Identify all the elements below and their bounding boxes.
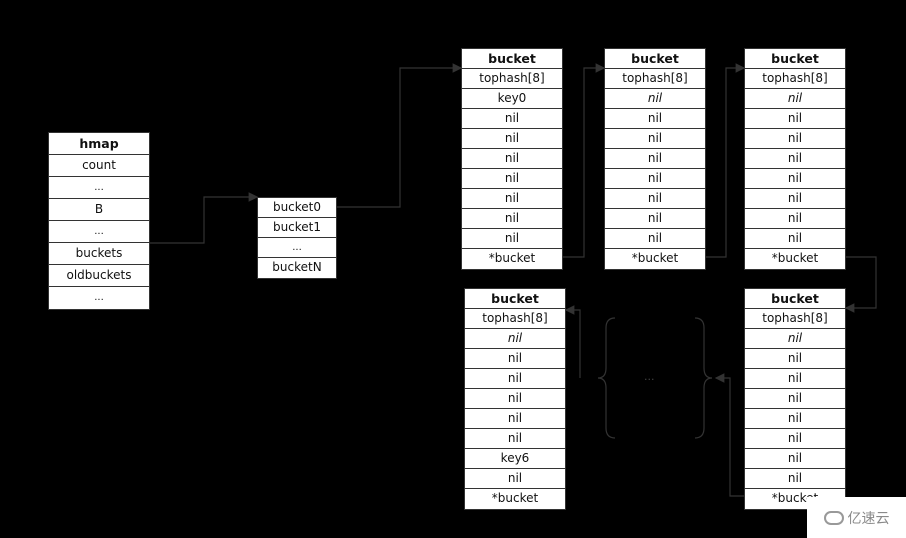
bucket-slot: nil — [605, 169, 705, 189]
bucket-slot: nil — [465, 349, 565, 369]
overflow-ellipsis: ... — [644, 370, 655, 383]
bucket-slot: nil — [462, 149, 562, 169]
bucket-slot: nil — [462, 109, 562, 129]
bucket-slot: nil — [465, 429, 565, 449]
bucket-slot: nil — [745, 209, 845, 229]
arrow-hmap-to-buckets — [150, 192, 259, 244]
bucket-slot: nil — [745, 369, 845, 389]
bucket-slot: nil — [605, 89, 705, 109]
bucket-slot: nil — [745, 169, 845, 189]
bucket-tophash: tophash[8] — [745, 309, 845, 329]
bucket-title: bucket — [745, 49, 845, 69]
left-brace — [597, 317, 616, 439]
bucket-slot: key6 — [465, 449, 565, 469]
bucket-next-pointer: *bucket — [771, 491, 819, 505]
bucket-next-pointer: *bucket — [771, 251, 819, 265]
right-brace — [694, 317, 713, 439]
bucket-slot: nil — [462, 209, 562, 229]
bucket-slot: nil — [465, 409, 565, 429]
bucket-slot: nil — [605, 109, 705, 129]
hmap-title: hmap — [49, 133, 149, 155]
bucket-slot: nil — [745, 469, 845, 489]
hmap-field-count: count — [49, 155, 149, 177]
arrow-bucket3-to-bucket4 — [844, 256, 877, 313]
bucket-title: bucket — [745, 289, 845, 309]
bucket-slot: nil — [465, 369, 565, 389]
bucket-slot: nil — [605, 209, 705, 229]
bucket-slot: nil — [745, 349, 845, 369]
bucket-next-pointer: *bucket — [488, 251, 536, 265]
bucket-title: bucket — [462, 49, 562, 69]
bucket-slot: nil — [462, 169, 562, 189]
bucket-slot: nil — [745, 229, 845, 249]
bucket-array: bucket0 bucket1 ... bucketN — [257, 197, 337, 279]
hmap-field-ellipsis: ... — [49, 221, 149, 243]
bucket-slot: nil — [745, 149, 845, 169]
bucket-tophash: tophash[8] — [462, 69, 562, 89]
bucket-slot: nil — [462, 229, 562, 249]
hmap-field-b: B — [49, 199, 149, 221]
bucket-array-item: bucket1 — [258, 218, 336, 238]
hmap-field-buckets: buckets — [49, 243, 149, 265]
bucket-slot: nil — [462, 129, 562, 149]
bucket-slot: nil — [745, 449, 845, 469]
bucket-slot: nil — [462, 189, 562, 209]
bucket-tophash: tophash[8] — [605, 69, 705, 89]
bucket-slot: nil — [745, 109, 845, 129]
bucket-slot: nil — [745, 329, 845, 349]
bucket-array-item: bucketN — [272, 260, 322, 274]
bucket-slot: nil — [745, 89, 845, 109]
arrow-bucket0-to-bucket — [337, 63, 463, 208]
bucket-slot: nil — [745, 129, 845, 149]
bucket-next-pointer: *bucket — [631, 251, 679, 265]
bucket-slot: nil — [745, 409, 845, 429]
bucket-slot: nil — [465, 469, 565, 489]
hmap-struct: hmap count ... B ... buckets oldbuckets … — [48, 132, 150, 310]
bucket-slot: nil — [605, 129, 705, 149]
bucket-slot: nil — [745, 429, 845, 449]
arrow-bucket2-to-bucket3 — [706, 63, 746, 258]
bucket-array-item: ... — [258, 238, 336, 258]
hmap-field-oldbuckets: oldbuckets — [49, 265, 149, 287]
arrow-bucket4-to-overflow — [714, 373, 744, 497]
bucket-slot: nil — [745, 389, 845, 409]
bucket-slot: nil — [605, 149, 705, 169]
watermark: 亿速云 — [807, 497, 906, 538]
bucket-tophash: tophash[8] — [465, 309, 565, 329]
bucket-title: bucket — [465, 289, 565, 309]
arrow-bucket1-to-bucket2 — [563, 63, 606, 258]
bucket-slot: nil — [605, 189, 705, 209]
cloud-logo-icon — [823, 510, 844, 525]
bucket-title: bucket — [605, 49, 705, 69]
bucket-slot: nil — [465, 389, 565, 409]
bucket-next-pointer: *bucket — [491, 491, 539, 505]
bucket-slot: key0 — [462, 89, 562, 109]
bucket-array-item: bucket0 — [258, 198, 336, 218]
bucket-tophash: tophash[8] — [745, 69, 845, 89]
bucket-slot: nil — [465, 329, 565, 349]
hmap-field-ellipsis: ... — [49, 177, 149, 199]
bucket-slot: nil — [605, 229, 705, 249]
arrow-overflow-to-bucket5 — [564, 305, 581, 378]
bucket-slot: nil — [745, 189, 845, 209]
hmap-field-ellipsis: ... — [94, 292, 104, 303]
watermark-text: 亿速云 — [847, 510, 890, 527]
